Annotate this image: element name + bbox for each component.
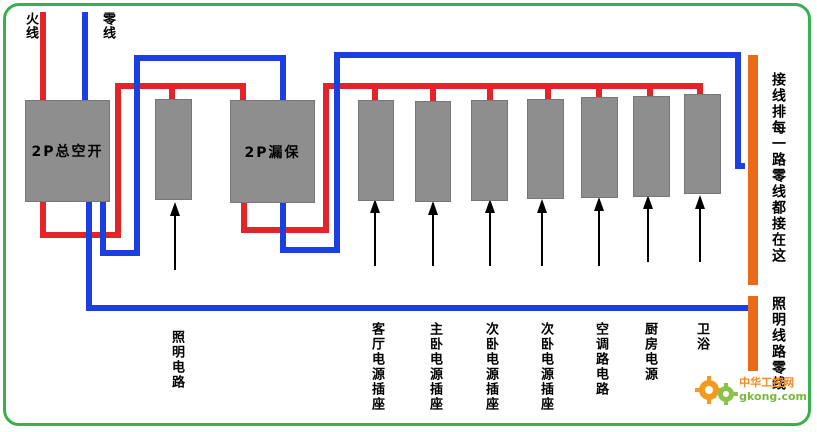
- live-wire-label: 火线: [23, 12, 38, 40]
- breaker-second-socket-2: [527, 99, 564, 199]
- breaker-kitchen: [633, 96, 670, 197]
- circuit-label-bathroom: 卫浴: [694, 322, 709, 352]
- circuit-label-second-socket-2: 次卧电源插座: [538, 322, 553, 412]
- breaker-second-socket-1: [471, 100, 508, 201]
- main-breaker-label: 2P总空开: [31, 144, 104, 160]
- circuit-label-master-socket: 主卧电源插座: [427, 322, 442, 412]
- breaker-ac: [581, 97, 618, 198]
- rcd-box: 2P漏保: [230, 100, 315, 203]
- diagram-frame: [3, 3, 811, 426]
- watermark: 中华工控网 gkong.com: [693, 370, 807, 410]
- main-to-rcd-neutral-wire: [100, 55, 286, 256]
- lighting-neutral-terminal-bar: [748, 296, 758, 371]
- arrow-bathroom: [695, 195, 705, 262]
- main-breaker-box: 2P总空开: [25, 100, 110, 202]
- breaker-living-socket: [358, 100, 394, 201]
- lighting-neutral-note: 照明线路零线: [770, 296, 786, 392]
- lighting-breaker-box: [155, 99, 192, 200]
- breaker-master-socket: [415, 101, 451, 202]
- circuit-label-ac: 空调路电路: [593, 322, 608, 397]
- watermark-name: 中华工控网: [739, 376, 795, 389]
- circuit-label-lighting: 照明电路: [169, 330, 184, 390]
- watermark-url: gkong.com: [739, 390, 807, 403]
- rcd-out-live-wire: [241, 83, 703, 233]
- arrow-lighting: [170, 202, 180, 270]
- arrow-ac: [594, 197, 604, 266]
- rcd-label: 2P漏保: [244, 144, 301, 161]
- circuit-arrows: [170, 195, 705, 270]
- neutral-terminal-bar: [748, 55, 758, 285]
- gear-icon: [695, 376, 739, 405]
- neutral-bar-note: 接线排每一路零线都接在这: [770, 72, 786, 264]
- arrow-master-socket: [428, 201, 438, 266]
- arrow-second1-socket: [485, 199, 495, 266]
- arrow-kitchen: [643, 195, 653, 262]
- circuit-label-kitchen: 厨房电源: [642, 322, 657, 382]
- breaker-bathroom: [684, 94, 721, 194]
- arrow-second2-socket: [537, 199, 547, 266]
- circuit-label-second-socket-1: 次卧电源插座: [483, 322, 498, 412]
- arrow-living-socket: [370, 199, 380, 266]
- rcd-out-neutral-wire: [280, 52, 745, 253]
- lighting-neutral-wire: [86, 200, 748, 311]
- main-to-lighting-live-wire: [40, 83, 246, 238]
- circuit-label-living-socket: 客厅电源插座: [369, 322, 384, 412]
- neutral-wire-label: 零线: [100, 12, 115, 40]
